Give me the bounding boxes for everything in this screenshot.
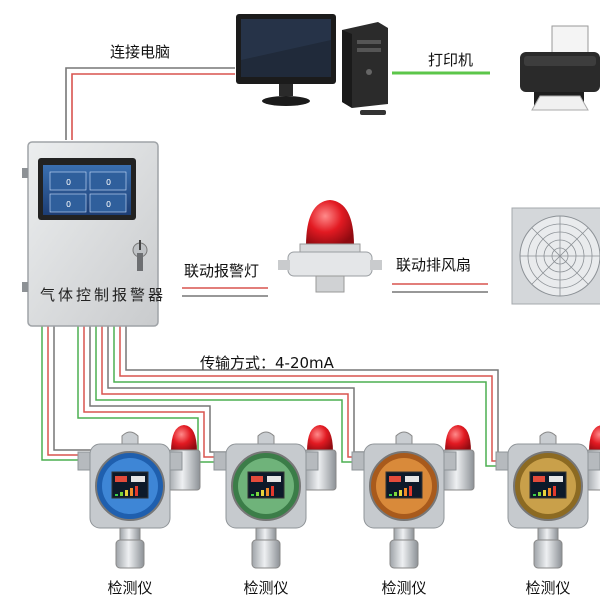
detector-group: 检测仪 检测仪 检测仪 检测仪 [77,425,600,597]
alarm-light-label: 联动报警灯 [184,262,259,280]
detector-label: 检测仪 [243,579,288,597]
detector-label: 检测仪 [525,579,570,597]
detector-label: 检测仪 [381,579,426,597]
detector-unit: 检测仪 [351,425,475,597]
detector-sensor [251,539,281,569]
controller-screen-readings: 0 0 0 0 [66,178,111,209]
detector-beacon-icon [589,425,600,452]
svg-text:0: 0 [106,178,111,187]
exhaust-fan-icon [511,207,600,305]
printer-icon [520,25,600,111]
alarm-beacon-icon [278,200,382,293]
detector-beacon-icon [307,425,333,452]
computer-icon [236,14,388,115]
detector-unit: 检测仪 [495,425,600,597]
fan-label: 联动排风扇 [396,256,471,274]
svg-text:0: 0 [106,200,111,209]
svg-text:0: 0 [66,200,71,209]
controller-title: 气体控制报警器 [40,286,166,304]
detector-beacon-icon [445,425,471,452]
detector-sensor [533,539,563,569]
computer-label: 连接电脑 [110,43,170,61]
alarm-light-link-lines [182,287,268,297]
detector-sensor [115,539,145,569]
fan-link-lines [392,283,488,293]
detector-unit: 检测仪 [77,425,201,597]
computer-link-wires [65,67,235,140]
detector-unit: 检测仪 [213,425,337,597]
detector-beacon-icon [171,425,197,452]
detector-label: 检测仪 [107,579,152,597]
printer-label: 打印机 [428,51,473,69]
controller-cabinet: 0 0 0 0 [22,141,159,327]
controller-screen-tiles [49,171,127,213]
transmission-label: 传输方式：4-20mA [200,354,335,372]
detector-sensor [389,539,419,569]
svg-text:0: 0 [66,178,71,187]
